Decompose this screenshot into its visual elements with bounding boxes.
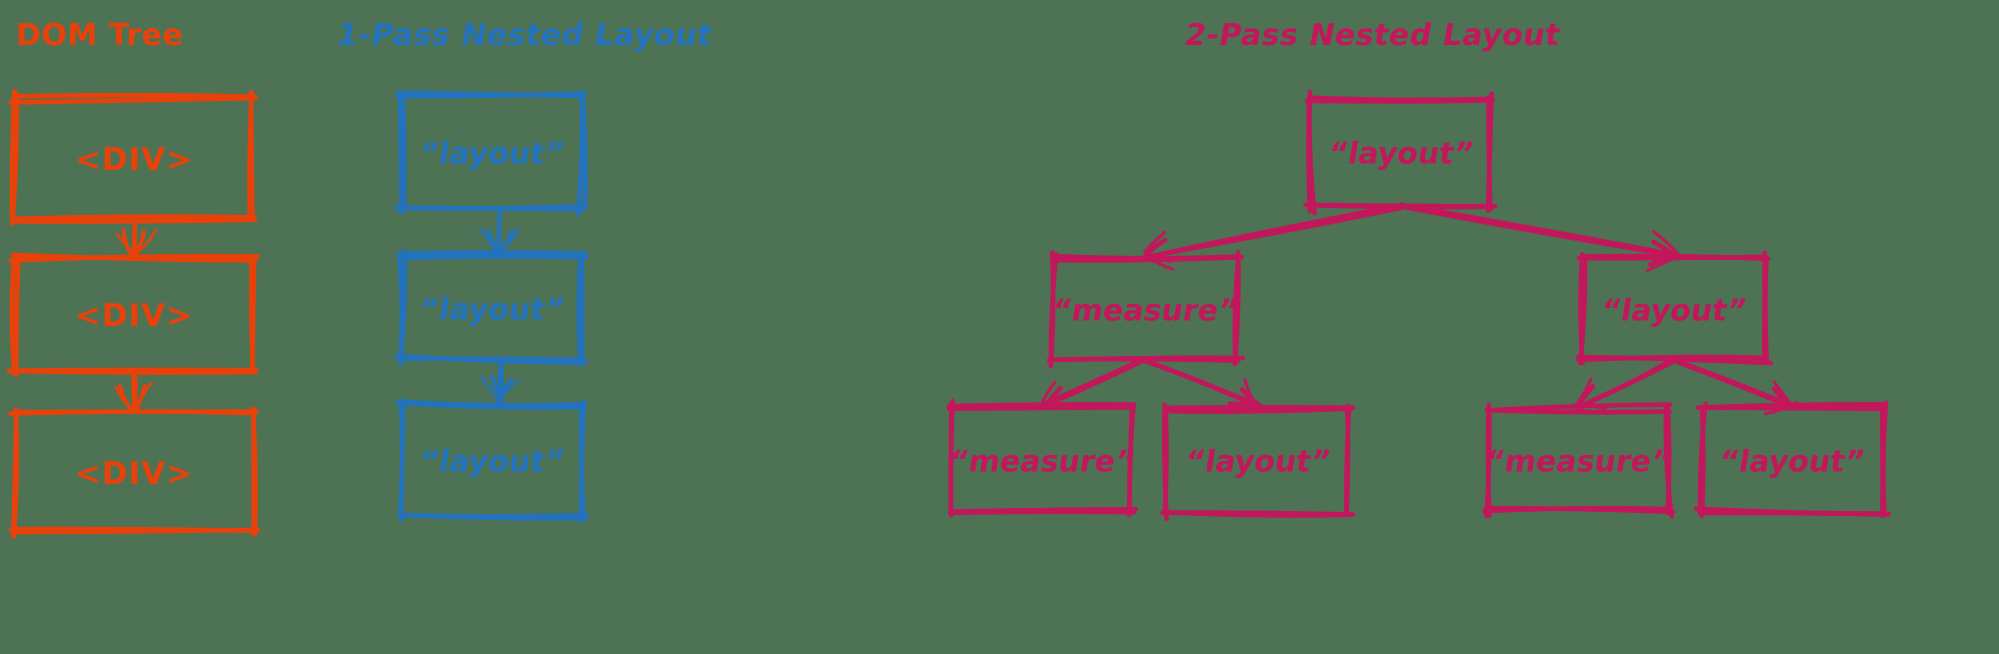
arrow-dom-tree-0-barb2 <box>132 228 157 257</box>
node-box-one-pass-nested-layout-1-top <box>396 250 588 257</box>
edge-two-pass-nested-layout-2-shaft2 <box>1038 358 1147 410</box>
node-label-two-pass-nested-layout-1: “measure” <box>1049 293 1241 329</box>
node-box-two-pass-nested-layout-3-bottom <box>948 506 1139 514</box>
edge-two-pass-nested-layout-0-barb2 <box>1144 254 1175 271</box>
node-box-one-pass-nested-layout-2-left <box>399 397 406 523</box>
edge-two-pass-nested-layout-0-barb2 <box>1143 230 1167 254</box>
edge-two-pass-nested-layout-1-shaft2 <box>1400 205 1676 258</box>
node-box-dom-tree-2-bottom <box>10 527 261 535</box>
node-box-one-pass-nested-layout-1-bottom <box>397 356 588 363</box>
node-box-dom-tree-1-left <box>13 253 21 378</box>
node-label-dom-tree-2: <DIV> <box>74 456 194 492</box>
node-box-two-pass-nested-layout-4-left <box>1162 402 1169 522</box>
node-box-dom-tree-1-top <box>10 252 258 263</box>
edge-two-pass-nested-layout-4-shaft2 <box>1576 359 1677 409</box>
node-label-dom-tree-1: <DIV> <box>74 298 194 334</box>
arrow-one-pass-nested-layout-1-barb <box>489 374 505 405</box>
node-label-two-pass-nested-layout-0: “layout” <box>1325 136 1477 172</box>
node-box-two-pass-nested-layout-5-top <box>1484 407 1672 415</box>
node-box-two-pass-nested-layout-4-top <box>1168 406 1353 414</box>
node-label-one-pass-nested-layout-2: “layout” <box>416 444 568 480</box>
edge-two-pass-nested-layout-3-barb2 <box>1226 403 1259 415</box>
node-label-two-pass-nested-layout-2: “layout” <box>1598 293 1750 329</box>
column-title-one-pass-nested-layout: 1-Pass Nested Layout <box>333 18 716 53</box>
edge-two-pass-nested-layout-2-barb <box>1041 385 1063 411</box>
column-title-dom-tree: DOM Tree <box>16 18 184 53</box>
node-label-two-pass-nested-layout-4: “layout” <box>1182 444 1334 480</box>
node-box-dom-tree-2-left <box>11 407 20 539</box>
column-title-two-pass-nested-layout: 2-Pass Nested Layout <box>1181 18 1564 53</box>
node-box-two-pass-nested-layout-0-left <box>1306 96 1313 214</box>
node-box-one-pass-nested-layout-1-right <box>579 252 585 366</box>
node-box-one-pass-nested-layout-2-bottom <box>397 512 589 519</box>
node-label-two-pass-nested-layout-3: “measure” <box>946 444 1138 480</box>
node-box-one-pass-nested-layout-1-top <box>397 254 589 261</box>
node-box-dom-tree-0-top <box>8 95 258 105</box>
node-box-one-pass-nested-layout-0-right <box>575 92 585 217</box>
arrow-one-pass-nested-layout-0-barb2 <box>478 227 501 260</box>
node-box-two-pass-nested-layout-2-right <box>1763 255 1770 362</box>
node-box-two-pass-nested-layout-0-right <box>1486 95 1493 212</box>
arrow-dom-tree-0-barb2 <box>115 232 137 259</box>
node-box-dom-tree-1-left <box>9 256 17 375</box>
node-box-two-pass-nested-layout-2-left <box>1577 253 1588 366</box>
node-box-two-pass-nested-layout-6-left <box>1697 401 1708 515</box>
edge-two-pass-nested-layout-1-barb <box>1648 253 1678 267</box>
edge-two-pass-nested-layout-0-barb <box>1146 252 1174 263</box>
node-box-two-pass-nested-layout-5-left <box>1485 402 1492 519</box>
node-label-one-pass-nested-layout-1: “layout” <box>416 292 568 328</box>
node-box-two-pass-nested-layout-3-right <box>1127 403 1136 515</box>
node-box-two-pass-nested-layout-5-bottom <box>1483 505 1676 515</box>
node-box-dom-tree-0-top <box>11 92 258 100</box>
node-box-two-pass-nested-layout-1-left <box>1048 252 1059 368</box>
node-box-one-pass-nested-layout-0-top <box>396 90 586 99</box>
edge-two-pass-nested-layout-1-barb2 <box>1645 257 1675 273</box>
edge-two-pass-nested-layout-2-barb2 <box>1038 380 1057 410</box>
node-label-two-pass-nested-layout-6: “layout” <box>1716 444 1868 480</box>
node-box-two-pass-nested-layout-4-bottom <box>1160 510 1356 517</box>
edge-two-pass-nested-layout-5-barb2 <box>1772 380 1792 405</box>
node-box-dom-tree-0-left <box>9 88 17 221</box>
node-label-dom-tree-0: <DIV> <box>74 142 194 178</box>
edge-two-pass-nested-layout-3-shaft2 <box>1144 359 1260 407</box>
arrow-dom-tree-1-barb2 <box>114 385 136 415</box>
edge-two-pass-nested-layout-5-shaft2 <box>1672 357 1794 408</box>
node-box-two-pass-nested-layout-6-bottom <box>1697 510 1890 517</box>
node-box-two-pass-nested-layout-4-right <box>1344 404 1352 518</box>
edge-two-pass-nested-layout-5-barb2 <box>1763 401 1798 416</box>
node-box-dom-tree-1-bottom <box>13 367 259 373</box>
arrow-dom-tree-1-barb2 <box>136 381 153 411</box>
node-box-one-pass-nested-layout-1-left <box>398 248 408 367</box>
arrow-one-pass-nested-layout-0-shaft2 <box>496 206 502 256</box>
node-box-one-pass-nested-layout-2-top <box>400 399 587 408</box>
arrow-one-pass-nested-layout-0-barb <box>498 228 515 256</box>
edge-two-pass-nested-layout-0-barb <box>1142 237 1168 260</box>
edge-two-pass-nested-layout-4-barb2 <box>1573 377 1593 408</box>
node-box-two-pass-nested-layout-6-right <box>1881 400 1889 518</box>
node-box-one-pass-nested-layout-2-right <box>578 399 587 524</box>
node-box-dom-tree-1-right <box>250 256 257 374</box>
edge-two-pass-nested-layout-3-barb <box>1227 401 1259 408</box>
arrow-dom-tree-0-shaft2 <box>133 216 138 258</box>
node-box-one-pass-nested-layout-0-left <box>397 91 404 216</box>
node-box-two-pass-nested-layout-1-top <box>1050 254 1244 263</box>
node-box-two-pass-nested-layout-1-bottom <box>1046 355 1246 363</box>
node-box-two-pass-nested-layout-5-right <box>1665 403 1672 516</box>
arrow-one-pass-nested-layout-1-barb2 <box>479 376 500 402</box>
node-box-one-pass-nested-layout-0-left <box>400 92 407 210</box>
arrow-dom-tree-1-shaft2 <box>133 370 138 411</box>
edge-two-pass-nested-layout-0-shaft2 <box>1141 206 1404 260</box>
node-box-two-pass-nested-layout-0-top <box>1304 98 1495 104</box>
node-box-dom-tree-0-right <box>248 89 255 221</box>
node-box-dom-tree-0-bottom <box>11 217 258 224</box>
node-label-one-pass-nested-layout-0: “layout” <box>416 136 568 172</box>
node-box-one-pass-nested-layout-0-bottom <box>394 203 584 211</box>
edge-two-pass-nested-layout-4-barb2 <box>1574 407 1613 415</box>
edge-two-pass-nested-layout-5-barb <box>1764 402 1796 410</box>
arrow-one-pass-nested-layout-0-barb <box>486 229 504 257</box>
node-label-two-pass-nested-layout-5: “measure” <box>1482 444 1674 480</box>
node-box-two-pass-nested-layout-1-right <box>1232 257 1241 365</box>
edge-two-pass-nested-layout-1-barb2 <box>1651 229 1681 257</box>
